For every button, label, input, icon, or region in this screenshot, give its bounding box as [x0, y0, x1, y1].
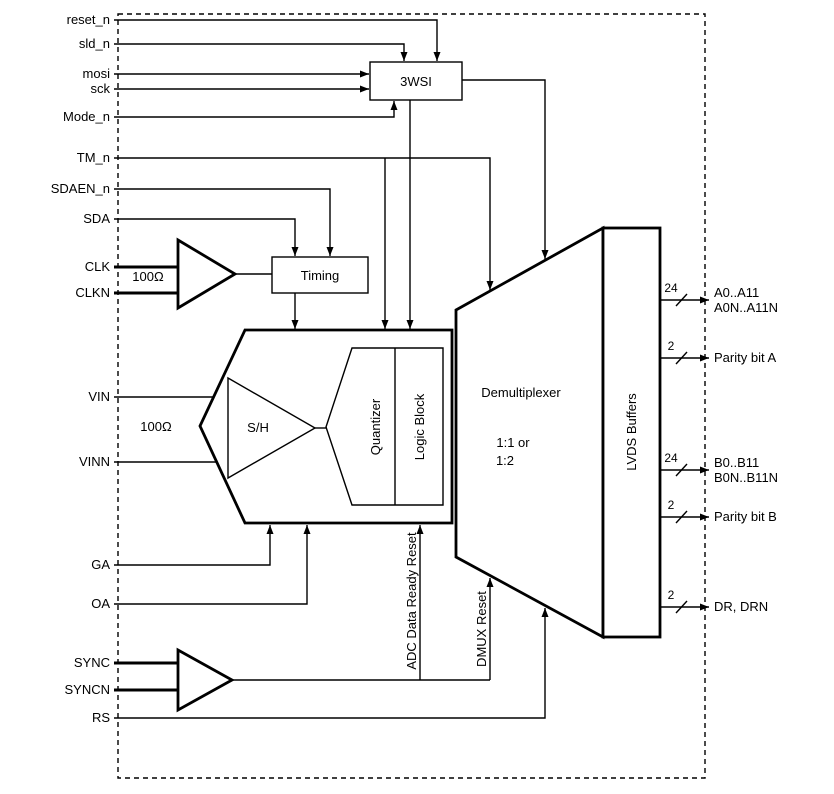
sync-input-buffer	[176, 647, 235, 713]
wsi-label: 3WSI	[400, 74, 432, 89]
out-a-line1: A0..A11	[714, 285, 759, 300]
clk-input-buffer	[176, 237, 238, 311]
wire-tm-n	[114, 157, 494, 290]
wire-oa	[114, 525, 311, 605]
out-dr: DR, DRN	[714, 599, 768, 614]
pin-reset-n: reset_n	[67, 12, 110, 27]
pin-mode-n: Mode_n	[63, 109, 110, 124]
sample-hold-label: S/H	[247, 420, 269, 435]
wire-mode-n	[114, 101, 398, 118]
out-b-line2: B0N..B11N	[714, 470, 778, 485]
pin-vin: VIN	[88, 389, 110, 404]
wire-ga	[114, 525, 274, 566]
pin-sck: sck	[91, 81, 111, 96]
pin-syncn: SYNCN	[64, 682, 110, 697]
wire-reset-n	[114, 19, 441, 61]
pin-sync: SYNC	[74, 655, 110, 670]
quantizer-label: Quantizer	[368, 398, 383, 455]
pin-clk: CLK	[85, 259, 111, 274]
pin-clkn: CLKN	[75, 285, 110, 300]
bus-width-parity-a: 2	[668, 339, 675, 353]
quantizer-logic-outline	[325, 347, 444, 506]
lvds-block	[601, 226, 662, 639]
wire-sdaen-n	[114, 188, 334, 256]
pin-tm-n: TM_n	[77, 150, 110, 165]
pin-oa: OA	[91, 596, 110, 611]
demux-ratio-line1: 1:1 or	[496, 435, 530, 450]
bus-width-b: 24	[664, 451, 678, 465]
pin-rs: RS	[92, 710, 110, 725]
pin-mosi: mosi	[83, 66, 111, 81]
out-parity-a: Parity bit A	[714, 350, 776, 365]
bus-width-dr: 2	[668, 588, 675, 602]
vin-termination-label: 100Ω	[140, 419, 172, 434]
bus-width-parity-b: 2	[668, 498, 675, 512]
out-b-line1: B0..B11	[714, 455, 759, 470]
wire-sld-n	[114, 43, 408, 61]
bus-slash-a	[675, 293, 688, 307]
pin-vinn: VINN	[79, 454, 110, 469]
sample-hold-amp	[227, 376, 317, 480]
demux-ratio-line2: 1:2	[496, 453, 514, 468]
dmux-reset-label: DMUX Reset	[474, 591, 489, 667]
adc-data-ready-reset-label: ADC Data Ready Reset	[404, 532, 419, 670]
demux-block	[454, 225, 605, 640]
wire-wsi-to-demux	[462, 79, 549, 259]
logic-block-label: Logic Block	[412, 393, 427, 460]
pin-sdaen-n: SDAEN_n	[51, 181, 110, 196]
wire-sda	[114, 218, 299, 256]
pin-sda: SDA	[83, 211, 110, 226]
clk-termination-label: 100Ω	[132, 269, 164, 284]
bus-slash-b	[675, 463, 688, 477]
timing-label: Timing	[301, 268, 340, 283]
bus-width-a: 24	[664, 281, 678, 295]
bus-slash-dr	[675, 600, 688, 614]
out-parity-b: Parity bit B	[714, 509, 777, 524]
wsi-block	[369, 61, 463, 101]
timing-block	[271, 256, 369, 294]
lvds-label: LVDS Buffers	[624, 393, 639, 471]
pin-sld-n: sld_n	[79, 36, 110, 51]
out-a-line2: A0N..A11N	[714, 300, 778, 315]
pin-ga: GA	[91, 557, 110, 572]
demux-title: Demultiplexer	[481, 385, 561, 400]
wire-rs	[114, 608, 549, 719]
bus-slash-parity-b	[675, 510, 688, 524]
bus-slash-parity-a	[675, 351, 688, 365]
